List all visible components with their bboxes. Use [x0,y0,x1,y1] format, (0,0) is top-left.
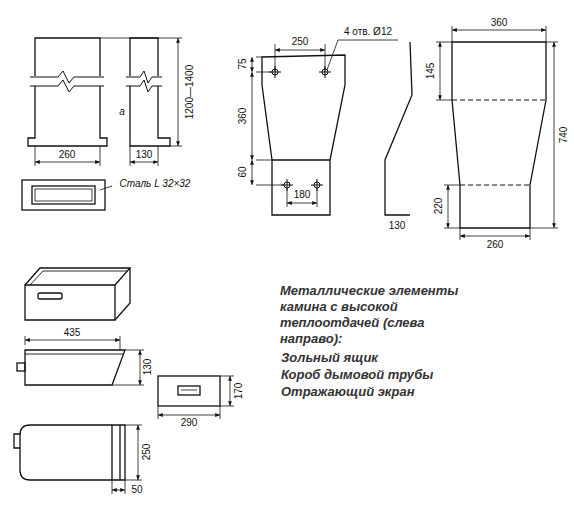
dimension-label: 740 [558,126,570,145]
dimension-label: 130 [142,358,154,377]
dimension-label: 250 [141,443,153,462]
dimension-label: 260 [486,239,505,251]
dimension-label: 145 [425,62,437,81]
part-name: Короб дымовой трубы [280,367,434,383]
dimension-label: 360 [237,107,249,126]
dimension-label: 435 [63,327,82,339]
dimension-label: 1200—1400 [184,64,196,121]
part-name: Отражающий экран [280,384,415,400]
dimension-label: 75 [237,57,249,70]
dimension-label: 130 [135,149,154,161]
dimension-label: 180 [293,189,312,201]
dimension-label: 220 [433,197,445,216]
dimension-label: 60 [237,165,249,178]
caption: Металлические элементы камина с высокой … [280,283,480,347]
dimension-label: 260 [58,149,77,161]
dimension-label: 50 [130,484,143,496]
dimension-label: 290 [180,417,199,429]
material-note: Сталь L 32×32 [119,178,192,190]
hole-note: 4 отв. Ø12 [343,26,393,38]
dimension-label: 170 [233,382,245,401]
view-letter: a [118,106,126,118]
dimension-label: 250 [291,36,310,48]
dimension-label: 130 [388,220,407,232]
dimension-label: 360 [490,17,509,29]
part-name: Зольный ящик [280,350,379,366]
